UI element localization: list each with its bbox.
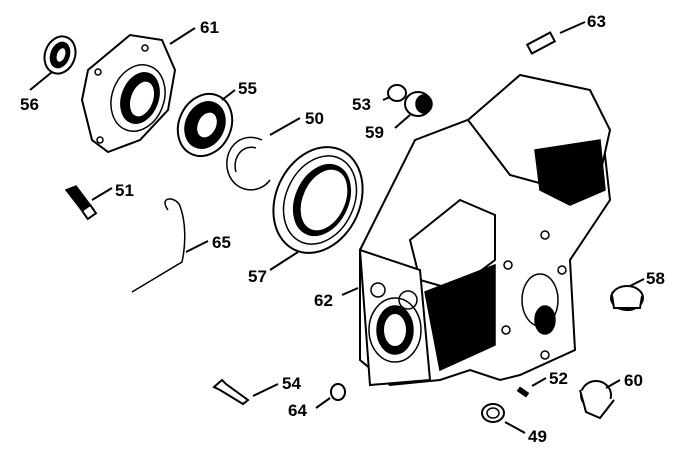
callout-50: 50 <box>305 109 324 128</box>
callout-62: 62 <box>314 291 333 310</box>
part-64-o-ring <box>330 383 346 401</box>
part-56-oil-seal <box>43 35 77 75</box>
callout-65: 65 <box>212 233 231 252</box>
part-55-ball-bearing <box>176 92 234 158</box>
callout-53: 53 <box>352 95 371 114</box>
callout-52: 52 <box>549 369 568 388</box>
callout-59: 59 <box>365 123 384 142</box>
part-49-bushing <box>481 403 505 423</box>
callout-56: 56 <box>20 95 39 114</box>
part-65-wire <box>131 198 186 293</box>
callout-55: 55 <box>238 79 257 98</box>
part-51-bolt <box>64 185 98 221</box>
callout-49: 49 <box>528 427 547 446</box>
callout-60: 60 <box>624 371 643 390</box>
part-59-bushing <box>404 91 433 117</box>
part-52-dowel <box>516 386 530 398</box>
part-50-snap-ring <box>226 136 271 191</box>
callout-61: 61 <box>200 18 219 37</box>
part-53-plug <box>387 84 407 102</box>
callout-51: 51 <box>115 181 134 200</box>
part-54-screw <box>212 378 250 406</box>
callout-58: 58 <box>646 269 665 288</box>
callout-57: 57 <box>248 267 267 286</box>
leader-lines <box>29 21 645 434</box>
callout-54: 54 <box>282 374 301 393</box>
part-57-gasket <box>272 146 364 254</box>
part-60-bushing <box>579 380 615 420</box>
part-62-crankcase <box>358 73 612 387</box>
callout-labels: 56 61 55 63 53 59 50 51 65 57 62 58 54 6… <box>20 12 665 446</box>
part-58-sleeve <box>610 285 644 311</box>
callout-64: 64 <box>288 401 307 420</box>
callout-63: 63 <box>587 12 606 31</box>
part-61-bearing-plate <box>80 33 177 154</box>
part-63-pin <box>525 31 557 55</box>
